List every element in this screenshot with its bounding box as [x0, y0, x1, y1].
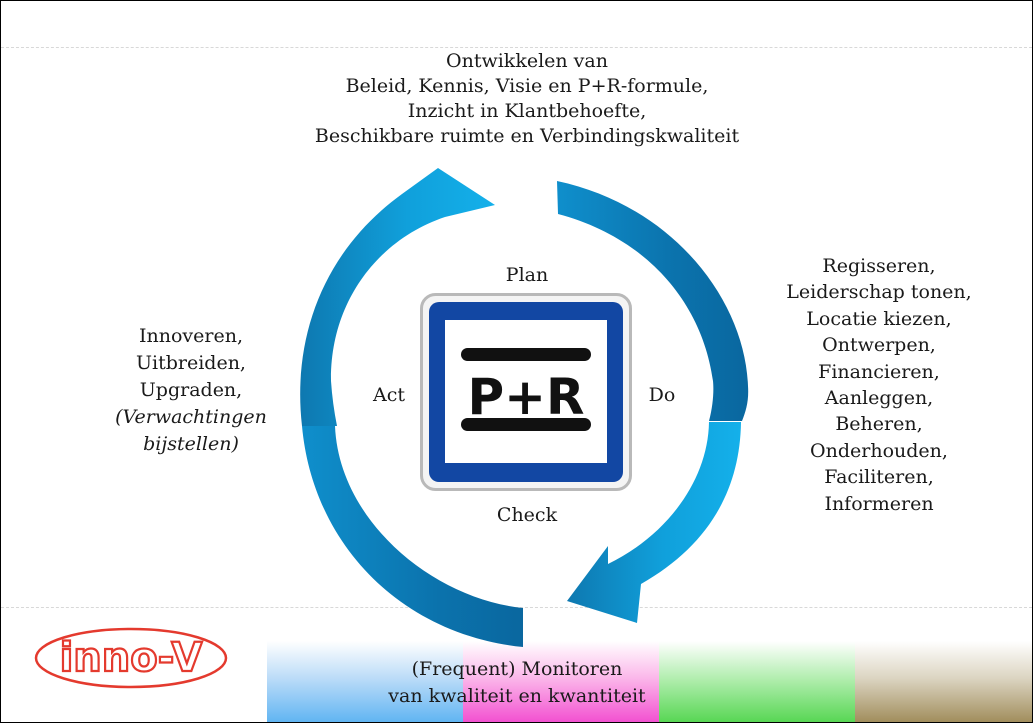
check-line: (Frequent) Monitoren [411, 658, 623, 680]
check-line: van kwaliteit en kwantiteit [388, 685, 646, 707]
do-line: Financieren, [818, 360, 940, 383]
arrow-do-to-check [567, 422, 741, 623]
do-line: Beheren, [835, 413, 923, 436]
logo-text: inno-V [60, 635, 203, 681]
act-line: Innoveren, [139, 325, 243, 347]
sign-text: P+R [467, 368, 584, 426]
plan-line: Inzicht in Klantbehoefte, [407, 100, 647, 122]
label-check: Check [496, 504, 558, 526]
plan-line: Beleid, Kennis, Visie en P+R-formule, [345, 75, 709, 97]
plan-line: Ontwikkelen van [446, 50, 608, 72]
act-line: Uitbreiden, [136, 352, 246, 374]
stripe-magenta [463, 641, 659, 722]
plan-line: Beschikbare ruimte en Verbindingskwalite… [314, 125, 740, 147]
label-plan: Plan [505, 264, 549, 286]
top-divider [1, 47, 1032, 48]
arrow-plan-to-do [557, 181, 749, 421]
pr-road-sign: P+R [420, 293, 632, 491]
inno-v-logo: inno-V [34, 627, 228, 689]
stripe-blue [267, 641, 463, 722]
act-line: Upgraden, [139, 379, 243, 401]
do-description: Regisseren, Leiderschap tonen, Locatie k… [767, 253, 991, 517]
act-line-italic: (Verwachtingen [115, 406, 267, 428]
do-line: Ontwerpen, [822, 334, 936, 357]
arrow-check-to-act [302, 426, 523, 647]
act-description: Innoveren, Uitbreiden, Upgraden, (Verwac… [91, 323, 291, 458]
label-act: Act [373, 384, 405, 406]
plan-description: Ontwikkelen van Beleid, Kennis, Visie en… [277, 49, 777, 149]
arrow-act-to-plan [300, 168, 495, 426]
do-line: Informeren [824, 492, 934, 515]
do-line: Locatie kiezen, [806, 307, 952, 330]
do-line: Onderhouden, [810, 439, 948, 462]
do-line: Regisseren, [822, 255, 936, 277]
stripe-green [659, 641, 855, 722]
label-do: Do [648, 384, 676, 406]
stripe-brown [855, 641, 1032, 722]
do-line: Leiderschap tonen, [786, 281, 972, 304]
do-line: Aanleggen, [824, 387, 934, 410]
do-line: Faciliteren, [824, 466, 934, 489]
check-description: (Frequent) Monitoren van kwaliteit en kw… [347, 656, 687, 710]
act-line-italic: bijstellen) [143, 433, 239, 455]
